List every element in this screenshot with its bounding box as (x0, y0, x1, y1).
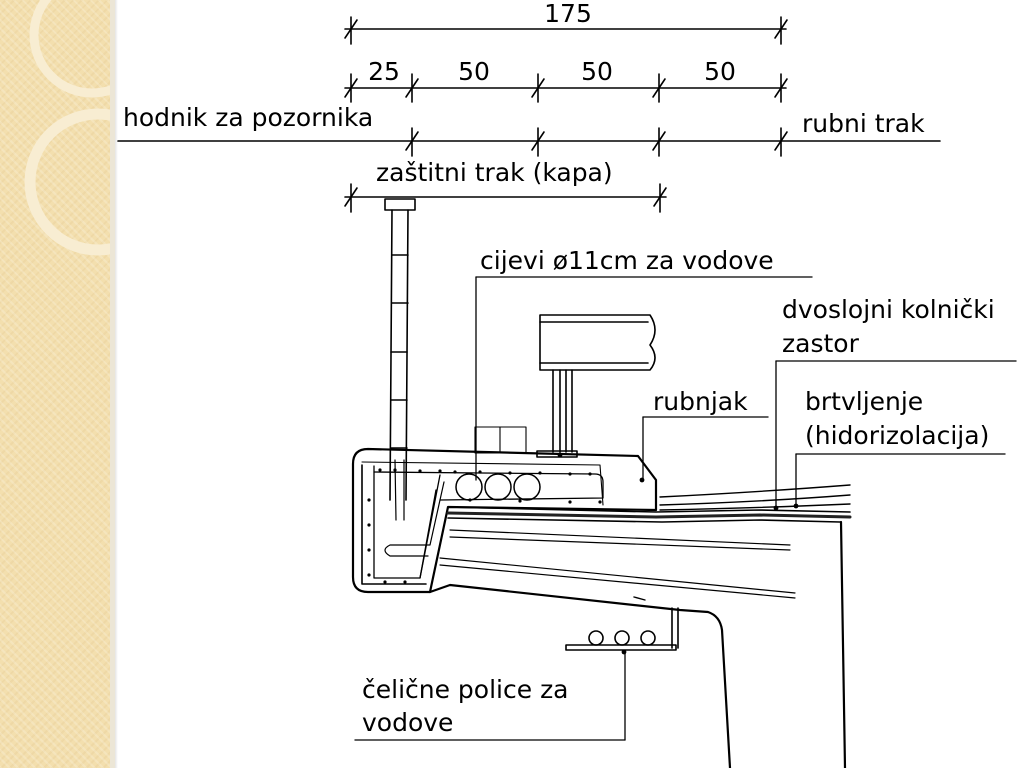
label-kolnicki-line1: dvoslojni kolnički (782, 295, 995, 324)
sidebar-ring-top (29, 0, 113, 98)
railing-post (384, 198, 416, 501)
label-cijevi: cijevi ø11cm za vodove (480, 246, 774, 275)
label-hodnik: hodnik za pozornika (123, 103, 373, 132)
dimension-segment-3: 50 (581, 57, 613, 86)
dimension-line-segments (344, 73, 788, 103)
rebar-dots (367, 452, 645, 584)
label-brtvljenje-line1: brtvljenje (805, 387, 923, 416)
label-rubni-trak: rubni trak (802, 109, 925, 138)
guardrail (536, 314, 656, 458)
leader-lines (354, 276, 1017, 741)
label-police-line1: čelične police za (362, 675, 569, 704)
dimension-segment-4: 50 (704, 57, 736, 86)
steel-shelf (565, 607, 679, 655)
sidebar-shadow (115, 0, 118, 768)
dimension-line-strips (117, 127, 941, 157)
cornice-beam (351, 426, 658, 594)
dimension-total: 175 (544, 0, 592, 28)
dimension-segment-2: 50 (458, 57, 490, 86)
sidebar-ring-middle (24, 108, 113, 256)
label-brtvljenje-line2: (hidorizolacija) (805, 421, 989, 450)
pavement-layers (659, 484, 851, 511)
sidebar-edge (110, 0, 115, 768)
dimension-segment-1: 25 (368, 57, 400, 86)
label-kolnicki-line2: zastor (782, 329, 860, 358)
leader-dots (773, 503, 799, 511)
label-zastitni-trak: zaštitni trak (kapa) (376, 158, 613, 187)
dimension-line-total (344, 16, 788, 45)
deck-slab (428, 506, 852, 768)
label-rubnjak: rubnjak (653, 387, 748, 416)
label-police-line2: vodove (362, 708, 453, 737)
decorative-sidebar (0, 0, 113, 768)
dimension-line-cap (344, 183, 667, 213)
sidebar-rings (24, 0, 113, 256)
